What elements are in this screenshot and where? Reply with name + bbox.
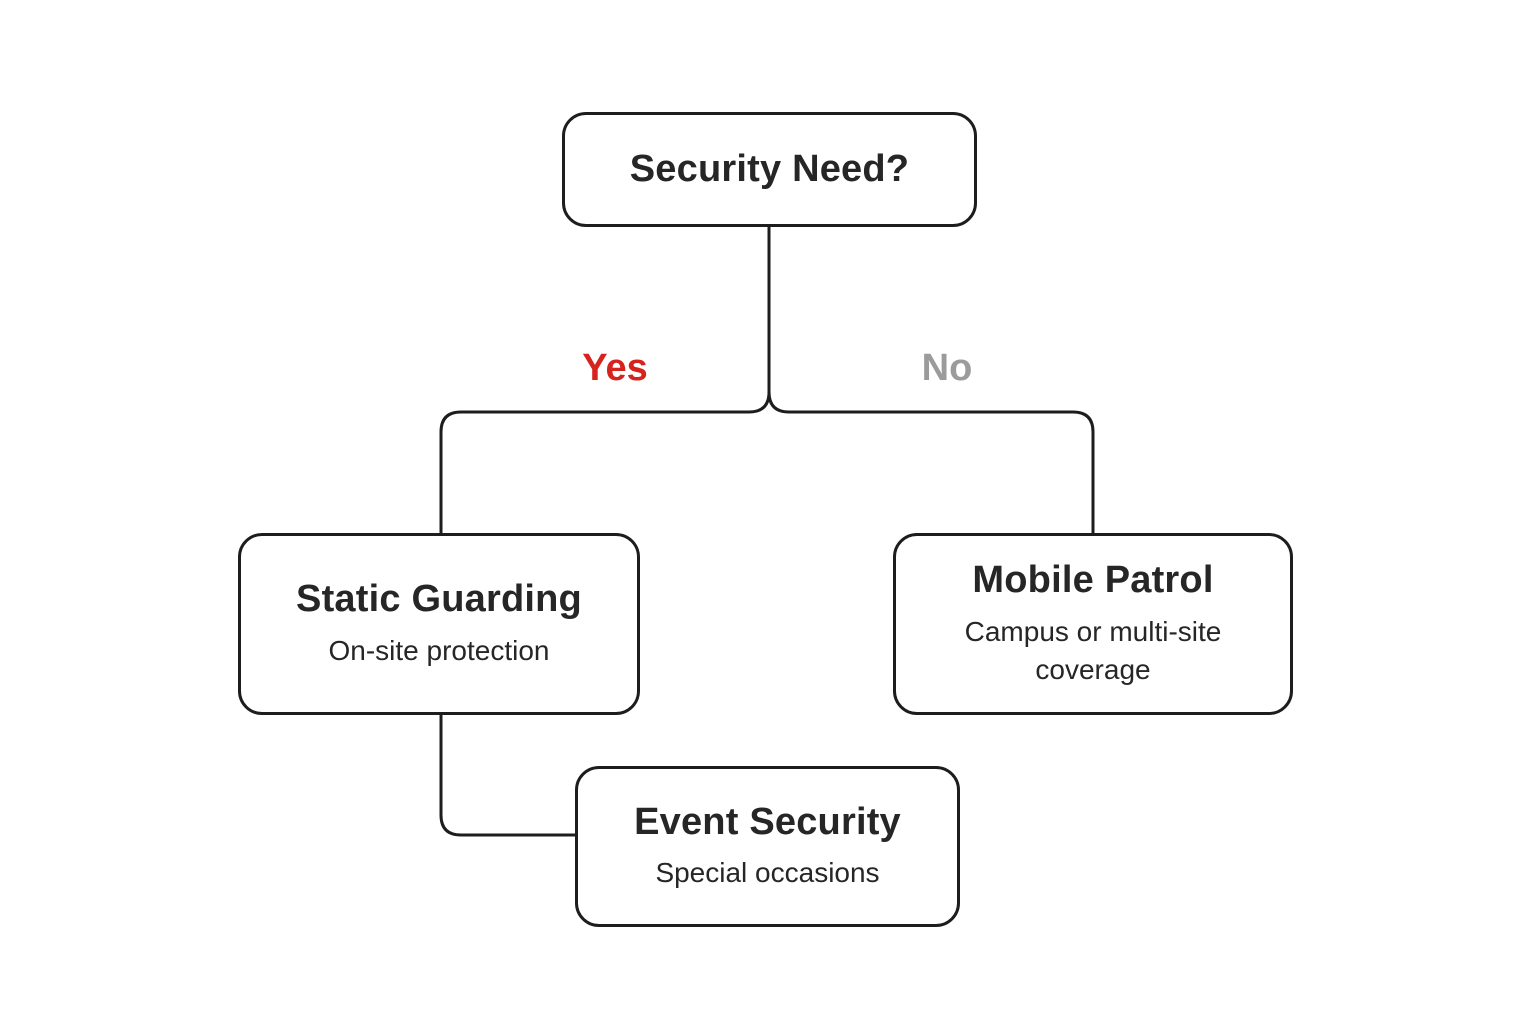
connector-static-to-event: [439, 715, 575, 837]
node-event-security-title: Event Security: [634, 800, 901, 843]
node-static-guarding-title: Static Guarding: [296, 578, 582, 621]
node-event-security-subtitle: Special occasions: [655, 857, 880, 889]
node-mobile-patrol-subtitle: Campus or multi-site coverage: [964, 616, 1222, 685]
connector-root-to-mobile: [767, 227, 1095, 533]
node-static-guarding: Static Guarding On-site protection: [238, 533, 640, 715]
node-security-need: Security Need?: [562, 112, 977, 227]
branch-label-yes: Yes: [582, 346, 648, 389]
branch-label-no: No: [921, 346, 973, 389]
node-mobile-patrol-title: Mobile Patrol: [972, 559, 1214, 602]
node-static-guarding-subtitle: On-site protection: [328, 634, 550, 666]
connector-root-to-static: [439, 227, 771, 533]
node-security-need-title: Security Need?: [629, 147, 910, 190]
node-mobile-patrol: Mobile Patrol Campus or multi-site cover…: [893, 533, 1293, 715]
node-event-security: Event Security Special occasions: [575, 766, 960, 927]
